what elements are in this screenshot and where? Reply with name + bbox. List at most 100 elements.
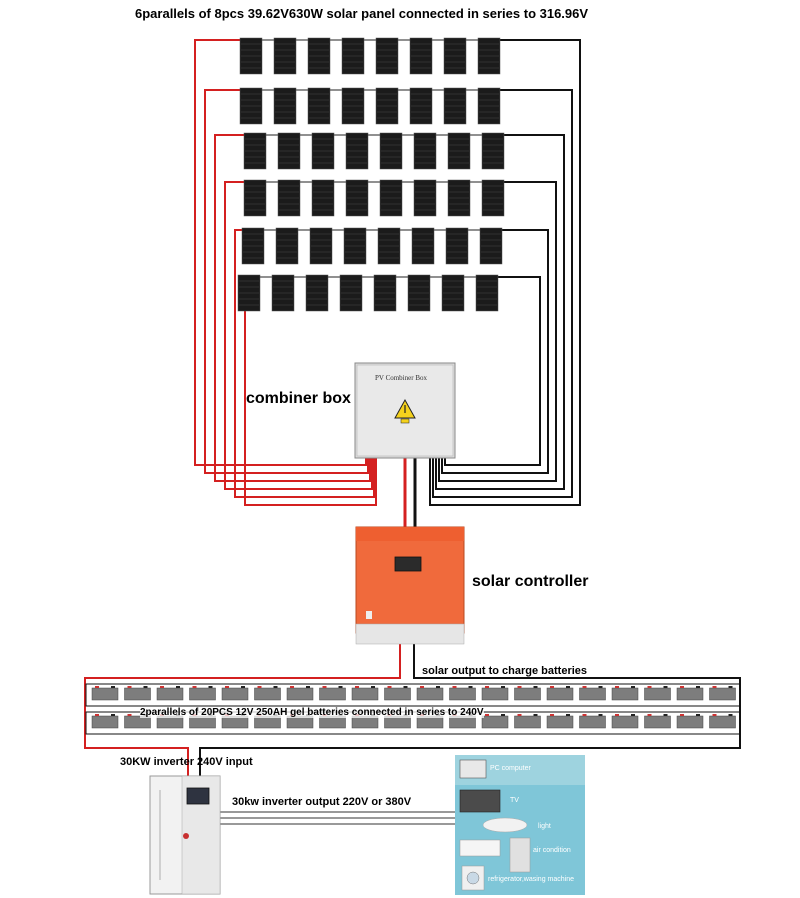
controller-display [394, 556, 422, 572]
appliance-label-tv: TV [510, 797, 519, 804]
battery [254, 687, 281, 701]
array-wiring [84, 39, 741, 825]
battery-negative-terminal [338, 686, 343, 688]
refrigerator-icon [509, 837, 531, 873]
battery [579, 687, 606, 701]
battery-negative-terminal [533, 714, 538, 716]
inverter [149, 775, 221, 895]
negative-string-wire [438, 181, 557, 482]
battery-positive-terminal [582, 714, 587, 716]
battery-positive-terminal [550, 714, 554, 716]
positive-string-wire [194, 39, 367, 466]
air-conditioner-icon [459, 839, 501, 857]
battery-negative-terminal [631, 714, 635, 716]
battery-positive-terminal [127, 686, 132, 688]
battery-negative-terminal [273, 686, 278, 688]
battery [286, 687, 314, 701]
battery [481, 687, 509, 701]
battery-negative-terminal [566, 714, 570, 716]
pc-icon [459, 759, 487, 779]
solar-controller-label: solar controller [472, 573, 589, 590]
battery-negative-terminal [728, 686, 733, 688]
battery-positive-terminal [322, 686, 327, 688]
battery-negative-terminal [468, 686, 473, 688]
battery-positive-terminal [160, 686, 164, 688]
appliance-label-light: light [538, 823, 551, 830]
battery [221, 687, 249, 701]
battery-positive-terminal [485, 686, 489, 688]
battery-positive-terminal [420, 686, 424, 688]
battery-positive-terminal [95, 686, 99, 688]
battery [384, 687, 411, 701]
battery-positive-terminal [127, 714, 132, 716]
battery-negative-terminal [306, 686, 310, 688]
battery-positive-terminal [387, 686, 392, 688]
battery-positive-terminal [257, 686, 262, 688]
battery-positive-terminal [517, 714, 522, 716]
battery-negative-terminal [111, 686, 115, 688]
battery-positive-terminal [485, 714, 489, 716]
solar-panel-array [237, 37, 505, 312]
battery-negative-terminal [403, 686, 408, 688]
battery [156, 687, 184, 701]
battery-negative-terminal [696, 686, 700, 688]
negative-string-wire [444, 276, 541, 466]
positive-string-wire [224, 181, 373, 490]
negative-string-wire [429, 39, 581, 506]
charge-output-label: solar output to charge batteries [422, 665, 588, 677]
battery-negative-terminal [598, 714, 603, 716]
battery-negative-terminal [501, 714, 505, 716]
battery-positive-terminal [582, 686, 587, 688]
battery-negative-terminal [208, 686, 213, 688]
battery-positive-terminal [647, 714, 652, 716]
battery [351, 687, 379, 701]
inverter-display [186, 787, 210, 805]
battery [124, 687, 151, 701]
battery-negative-terminal [663, 714, 668, 716]
battery [124, 715, 151, 729]
battery-negative-terminal [533, 686, 538, 688]
battery-negative-terminal [663, 686, 668, 688]
battery [416, 687, 444, 701]
battery-positive-terminal [192, 686, 197, 688]
inverter-input-label: 30KW inverter 240V input [120, 756, 253, 768]
battery-negative-terminal [631, 686, 635, 688]
battery-negative-terminal [371, 686, 375, 688]
battery [676, 715, 704, 729]
battery-negative-terminal [501, 686, 505, 688]
diagram-title: 6parallels of 8pcs 39.62V630W solar pane… [135, 6, 589, 21]
positive-string-wire [234, 229, 375, 498]
inverter-negative-wire [199, 725, 741, 776]
battery [514, 687, 541, 701]
battery [189, 687, 216, 701]
appliances-panel [455, 755, 585, 895]
battery-positive-terminal [550, 686, 554, 688]
negative-string-wire [432, 89, 573, 498]
battery-positive-terminal [647, 686, 652, 688]
solar-controller [355, 526, 465, 645]
negative-string-wire [435, 134, 565, 490]
battery [709, 687, 736, 701]
battery [644, 715, 671, 729]
appliance-label-air-condition: air condition [533, 847, 571, 854]
battery-string-frame [85, 683, 741, 707]
battery-positive-terminal [680, 714, 684, 716]
battery-negative-terminal [241, 686, 245, 688]
battery-positive-terminal [452, 686, 457, 688]
battery [449, 687, 476, 701]
negative-string-wire [441, 229, 549, 474]
battery-positive-terminal [290, 686, 294, 688]
battery-positive-terminal [355, 686, 359, 688]
positive-string-wire [204, 89, 369, 474]
battery-positive-terminal [680, 686, 684, 688]
battery [579, 715, 606, 729]
battery [611, 715, 639, 729]
battery [514, 715, 541, 729]
appliance-label-pc: PC computer [490, 765, 531, 772]
battery [91, 715, 119, 729]
battery-negative-terminal [143, 686, 148, 688]
light-icon [482, 817, 528, 833]
battery-bank-label: 2parallels of 20PCS 12V 250AH gel batter… [140, 707, 484, 718]
battery-positive-terminal [95, 714, 99, 716]
